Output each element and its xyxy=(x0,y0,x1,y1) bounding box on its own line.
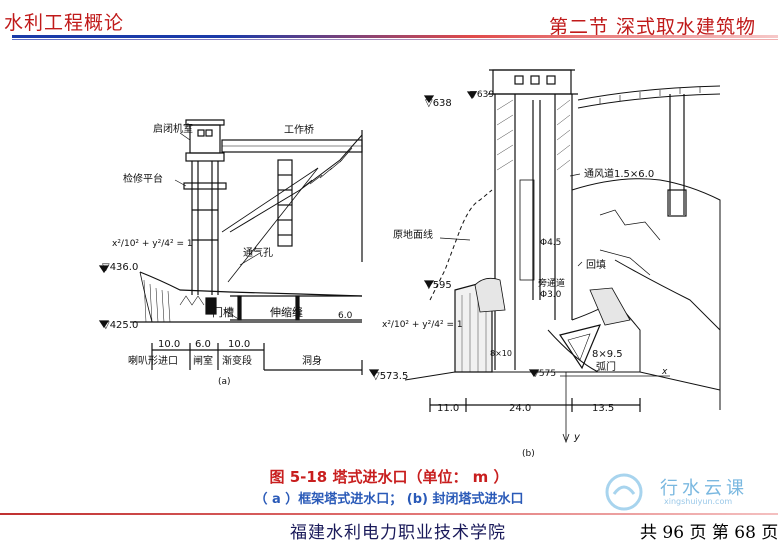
dim-b-1: 11.0 xyxy=(437,403,459,414)
watermark-logo-icon xyxy=(605,473,643,511)
label-air-vent: 通气孔 xyxy=(243,246,273,259)
label-bell-inlet: 喇叭形进口 xyxy=(128,355,178,367)
label-level-638: ▽638 xyxy=(425,98,452,109)
label-level-575: ▽575 xyxy=(532,369,556,379)
axis-y-label: y xyxy=(573,432,581,443)
footer-divider xyxy=(0,513,778,515)
label-height: 6.0 xyxy=(338,311,353,321)
label-arc-gate-size: 8×9.5 xyxy=(592,349,623,360)
watermark-text: 行水云课 xyxy=(660,478,748,499)
label-gate-chamber: 闸室 xyxy=(193,354,213,367)
figure-b-tag: (b) xyxy=(522,449,535,459)
label-level-595: ▽595 xyxy=(425,280,452,291)
label-backfill: 回填 xyxy=(586,258,606,271)
label-phi30: Φ3.0 xyxy=(540,290,562,300)
figure-b-labels: ▽638 ▽639 通风道1.5×6.0 原地面线 Φ4.5 回填 ▽595 旁… xyxy=(372,90,668,459)
header-divider xyxy=(12,35,778,38)
figure-a-labels: 启闭机室 工作桥 检修平台 x²/10² + y²/4² = 1 通气孔 ▽43… xyxy=(102,122,353,387)
label-tunnel-body: 洞身 xyxy=(302,354,322,367)
dim-a-2: 6.0 xyxy=(195,339,211,350)
course-title: 水利工程概论 xyxy=(4,12,125,34)
label-maintenance-platform: 检修平台 xyxy=(123,172,163,185)
label-expansion-joint: 伸缩缝 xyxy=(270,305,303,319)
axis-x-label: x xyxy=(661,367,668,377)
label-level-top: ▽436.0 xyxy=(102,262,138,273)
label-level-bottom: ▽425.0 xyxy=(102,320,138,331)
label-work-bridge: 工作桥 xyxy=(284,124,314,136)
label-phi45: Φ4.5 xyxy=(540,238,561,248)
intake-tower-figure: 启闭机室 工作桥 检修平台 x²/10² + y²/4² = 1 通气孔 ▽43… xyxy=(98,69,721,459)
label-level-5735: ▽573.5 xyxy=(372,371,408,382)
label-transition: 渐变段 xyxy=(222,354,252,367)
header-divider-thin xyxy=(12,39,778,40)
dim-a-1: 10.0 xyxy=(158,339,180,350)
figure-a-drawing xyxy=(98,119,363,375)
footer-school-name: 福建水利电力职业技术学院 xyxy=(290,523,506,543)
label-level-639: ▽639 xyxy=(470,90,494,100)
footer-page-info: 共 96 页 第 68 页 xyxy=(640,523,778,543)
label-ellipse-eq-b: x²/10² + y²/4² = 1 xyxy=(382,320,463,330)
watermark-sub: xingshuiyun.com xyxy=(664,497,733,506)
section-title: 第二节 深式取水建筑物 xyxy=(548,16,756,38)
dim-b-3: 13.5 xyxy=(592,403,614,414)
figure-b-drawing xyxy=(368,69,721,444)
label-gate-small: 8×10 xyxy=(490,349,512,358)
label-vent-duct: 通风道1.5×6.0 xyxy=(584,167,654,180)
figure-a-tag: (a) xyxy=(218,377,231,387)
figure-caption-subtitle: （ a ）框架塔式进水口； (b) 封闭塔式进水口 xyxy=(254,492,524,507)
label-ellipse-eq: x²/10² + y²/4² = 1 xyxy=(112,239,193,249)
label-hoist-room: 启闭机室 xyxy=(153,122,193,135)
figure-caption-title: 图 5-18 塔式进水口（单位： m ） xyxy=(269,468,509,486)
label-gate-slot: 门槽 xyxy=(212,305,234,319)
label-ground-line: 原地面线 xyxy=(393,228,433,241)
label-bypass: 旁通道 xyxy=(538,277,565,289)
dim-b-2: 24.0 xyxy=(509,403,531,414)
label-arc-gate: 弧门 xyxy=(596,360,616,373)
dim-a-3: 10.0 xyxy=(228,339,250,350)
